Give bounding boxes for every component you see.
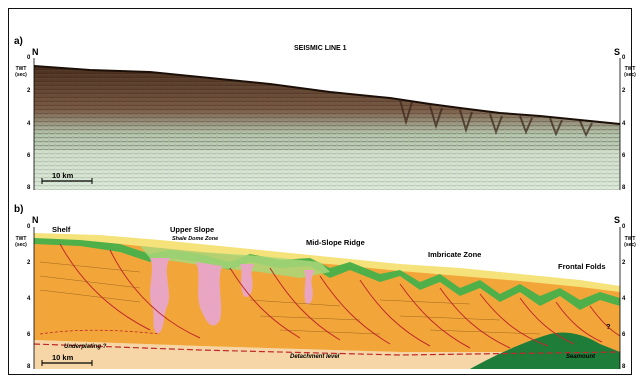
tick-label: 2 [27,88,30,94]
label-mid-slope-ridge: Mid-Slope Ridge [306,238,365,247]
interpretation-section [34,227,620,369]
scale-bar-a-label: 10 km [52,171,73,180]
tick-label: 6 [27,153,30,159]
label-imbricate-zone: Imbricate Zone [428,250,481,259]
seismic-section [34,58,620,190]
panel-b-axis-right: TWT (sec) [621,236,639,248]
label-detachment-level: Detachment level [290,354,339,360]
tick-label: 0 [27,224,30,230]
tick-label: 6 [622,153,625,159]
panel-a-axis-left: TWT (sec) [11,66,31,78]
panel-a-letter: a) [14,36,23,47]
tick-label: 0 [622,55,625,61]
tick-label: 4 [622,296,625,302]
panel-b-axis-left: TWT (sec) [11,236,31,248]
label-query: ? [606,322,611,331]
panel-b-letter: b) [14,204,23,215]
tick-label: 6 [622,332,625,338]
panel-a-south: S [614,47,620,57]
label-underplating: Underplating ? [64,344,106,350]
panel-a-axis-right: TWT (sec) [621,66,639,78]
tick-label: 4 [622,121,625,127]
tick-label: 8 [27,364,30,370]
tick-label: 2 [622,260,625,266]
label-seamount: Seamount [566,354,595,360]
label-shale-dome-zone: Shale Dome Zone [172,236,218,242]
tick-label: 2 [622,88,625,94]
label-shelf: Shelf [52,225,70,234]
tick-label: 8 [622,364,625,370]
panel-b-south: S [614,215,620,225]
label-upper-slope: Upper Slope [170,225,214,234]
tick-label: 0 [622,224,625,230]
panel-a-title: SEISMIC LINE 1 [294,45,347,52]
tick-label: 8 [27,185,30,191]
tick-label: 6 [27,332,30,338]
scale-bar-b-label: 10 km [52,353,73,362]
panel-a-north: N [32,47,39,57]
tick-label: 2 [27,260,30,266]
tick-label: 4 [27,296,30,302]
label-frontal-folds: Frontal Folds [558,262,606,271]
tick-label: 4 [27,121,30,127]
tick-label: 8 [622,185,625,191]
panel-b-north: N [32,215,39,225]
tick-label: 0 [27,55,30,61]
